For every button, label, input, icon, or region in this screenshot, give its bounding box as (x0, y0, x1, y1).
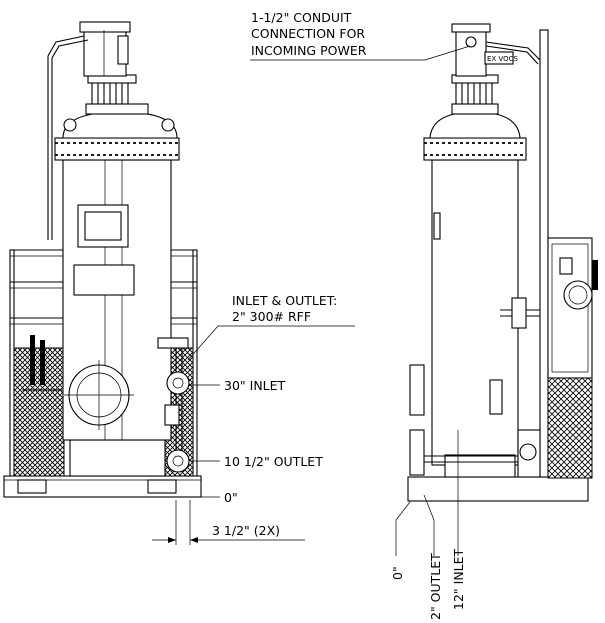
callout-labels: 1-1/2" CONDUIT CONNECTION FOR INCOMING P… (212, 10, 466, 620)
side-conduit (485, 41, 541, 61)
side-support-post (539, 29, 549, 478)
front-top-flange (54, 137, 180, 161)
front-inspection-flange (64, 360, 134, 430)
outlet-2-label: 2" OUTLET (428, 553, 443, 620)
side-actuator-head (429, 23, 521, 139)
front-instrument-rods (22, 335, 62, 391)
inlet-outlet-callout-line1: INLET & OUTLET: (232, 293, 337, 308)
side-top-flange (423, 137, 527, 161)
inlet-outlet-callout-line2: 2" 300# RFF (232, 309, 311, 324)
front-conduit (47, 35, 89, 240)
dimension-lines (152, 45, 471, 556)
front-mesh-guard-left (13, 347, 65, 477)
front-actuator-head (62, 21, 178, 139)
nameplate-text: EX VOCS (487, 55, 519, 63)
side-electrical-cabinet (547, 237, 598, 379)
inlet-30-label: 30" INLET (224, 378, 286, 393)
zero-side-label: 0" (390, 566, 405, 580)
inlet-12-label: 12" INLET (451, 548, 466, 610)
side-mesh-guard (547, 377, 593, 479)
front-view (3, 21, 202, 498)
front-lower-cabinet (69, 439, 166, 477)
zero-front-label: 0" (224, 490, 238, 505)
side-vessel (431, 159, 519, 478)
front-inlet-outlet-piping (157, 337, 190, 473)
conduit-callout-line2: CONNECTION FOR (251, 26, 365, 41)
side-view: EX VOCS (407, 23, 598, 502)
side-piping (409, 297, 541, 478)
nameplate (484, 51, 514, 65)
front-base (3, 475, 202, 498)
outlet-10-5-label: 10 1/2" OUTLET (224, 454, 323, 469)
conduit-connection-port (465, 36, 477, 48)
conduit-callout-line3: INCOMING POWER (251, 43, 367, 58)
offset-dimension-label: 3 1/2" (2X) (212, 523, 280, 538)
conduit-callout-line1: 1-1/2" CONDUIT (251, 10, 352, 25)
side-base (407, 476, 589, 502)
